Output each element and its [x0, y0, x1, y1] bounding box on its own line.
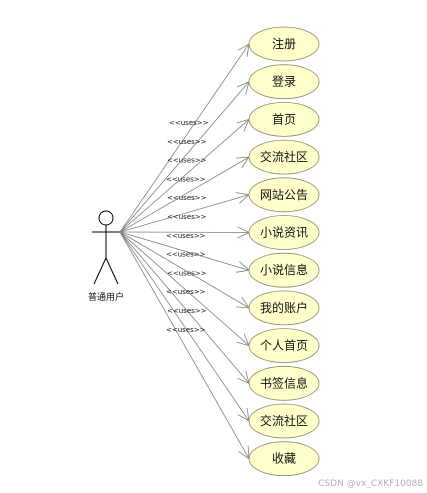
arrowhead	[236, 296, 250, 309]
stereotype-label: <<uses>>	[167, 269, 207, 277]
stereotype-label: <<uses>>	[169, 119, 209, 127]
association-line	[119, 81, 250, 233]
association-line	[119, 231, 250, 384]
stereotype-label: <<uses>>	[167, 194, 207, 202]
use-case-label: 个人首页	[260, 339, 308, 353]
association-line	[119, 231, 250, 309]
association-line	[119, 231, 250, 422]
stereotype-label: <<uses>>	[166, 175, 206, 183]
stereotype-label: <<uses>>	[166, 288, 206, 296]
use-case-ellipse[interactable]	[248, 64, 320, 100]
association-line	[119, 194, 250, 233]
association-line	[119, 231, 250, 459]
stereotype-labels: <<uses>> <<uses>> <<uses>> <<uses>> <<uses>>…	[166, 119, 209, 334]
use-case-ellipse[interactable]	[248, 102, 320, 137]
stereotype-label: <<uses>>	[167, 213, 207, 221]
use-case-ellipse[interactable]	[248, 290, 320, 326]
use-case-label: 我的账户	[260, 300, 308, 315]
stereotype-label: <<uses>>	[166, 251, 206, 259]
stereotype-label: <<uses>>	[167, 307, 207, 315]
association-line	[119, 231, 250, 271]
use-case-ellipse[interactable]	[248, 215, 320, 250]
arrowhead	[236, 156, 250, 169]
use-case-ellipse[interactable]	[248, 365, 320, 401]
watermark: CSDN @vx_CXKF10088	[318, 479, 423, 489]
use-case-label: 小说信息	[260, 262, 308, 277]
use-case-label: 交流社区	[260, 149, 308, 164]
association-line	[119, 119, 250, 233]
association-line	[119, 231, 250, 346]
stereotype-label: <<uses>>	[166, 232, 206, 240]
use-case-ellipse[interactable]	[248, 403, 320, 439]
use-case-ellipse[interactable]	[248, 26, 320, 62]
use-case-ellipse[interactable]	[248, 139, 320, 175]
use-case-label: 注册	[272, 36, 296, 51]
use-case-label: 交流社区	[260, 413, 308, 428]
actor-stick-figure	[92, 210, 120, 285]
use-case-label: 收藏	[272, 452, 296, 466]
use-case-label: 首页	[272, 112, 296, 126]
actor-name: 普通用户	[88, 291, 124, 303]
use-case-ellipse[interactable]	[248, 252, 320, 288]
use-case-ellipse[interactable]	[248, 441, 320, 477]
use-case-ellipse[interactable]	[248, 328, 320, 364]
stereotype-label: <<uses>>	[167, 138, 207, 146]
use-case-label: 登录	[272, 74, 296, 89]
stereotype-label: <<uses>>	[166, 326, 206, 334]
association-line	[119, 43, 250, 233]
arrowhead	[238, 445, 250, 460]
stereotype-label: <<uses>>	[167, 157, 207, 165]
actor-right-leg	[105, 257, 119, 285]
association-line	[119, 156, 250, 233]
actor-left-leg	[93, 257, 107, 285]
association-lines	[119, 43, 250, 460]
use-case-label: 书签信息	[260, 375, 308, 390]
use-case-ellipse[interactable]	[248, 177, 320, 213]
use-case-label: 小说资讯	[260, 225, 308, 240]
use-case-label: 网站公告	[260, 188, 308, 202]
association-line	[119, 231, 250, 233]
actor-head	[98, 210, 114, 226]
